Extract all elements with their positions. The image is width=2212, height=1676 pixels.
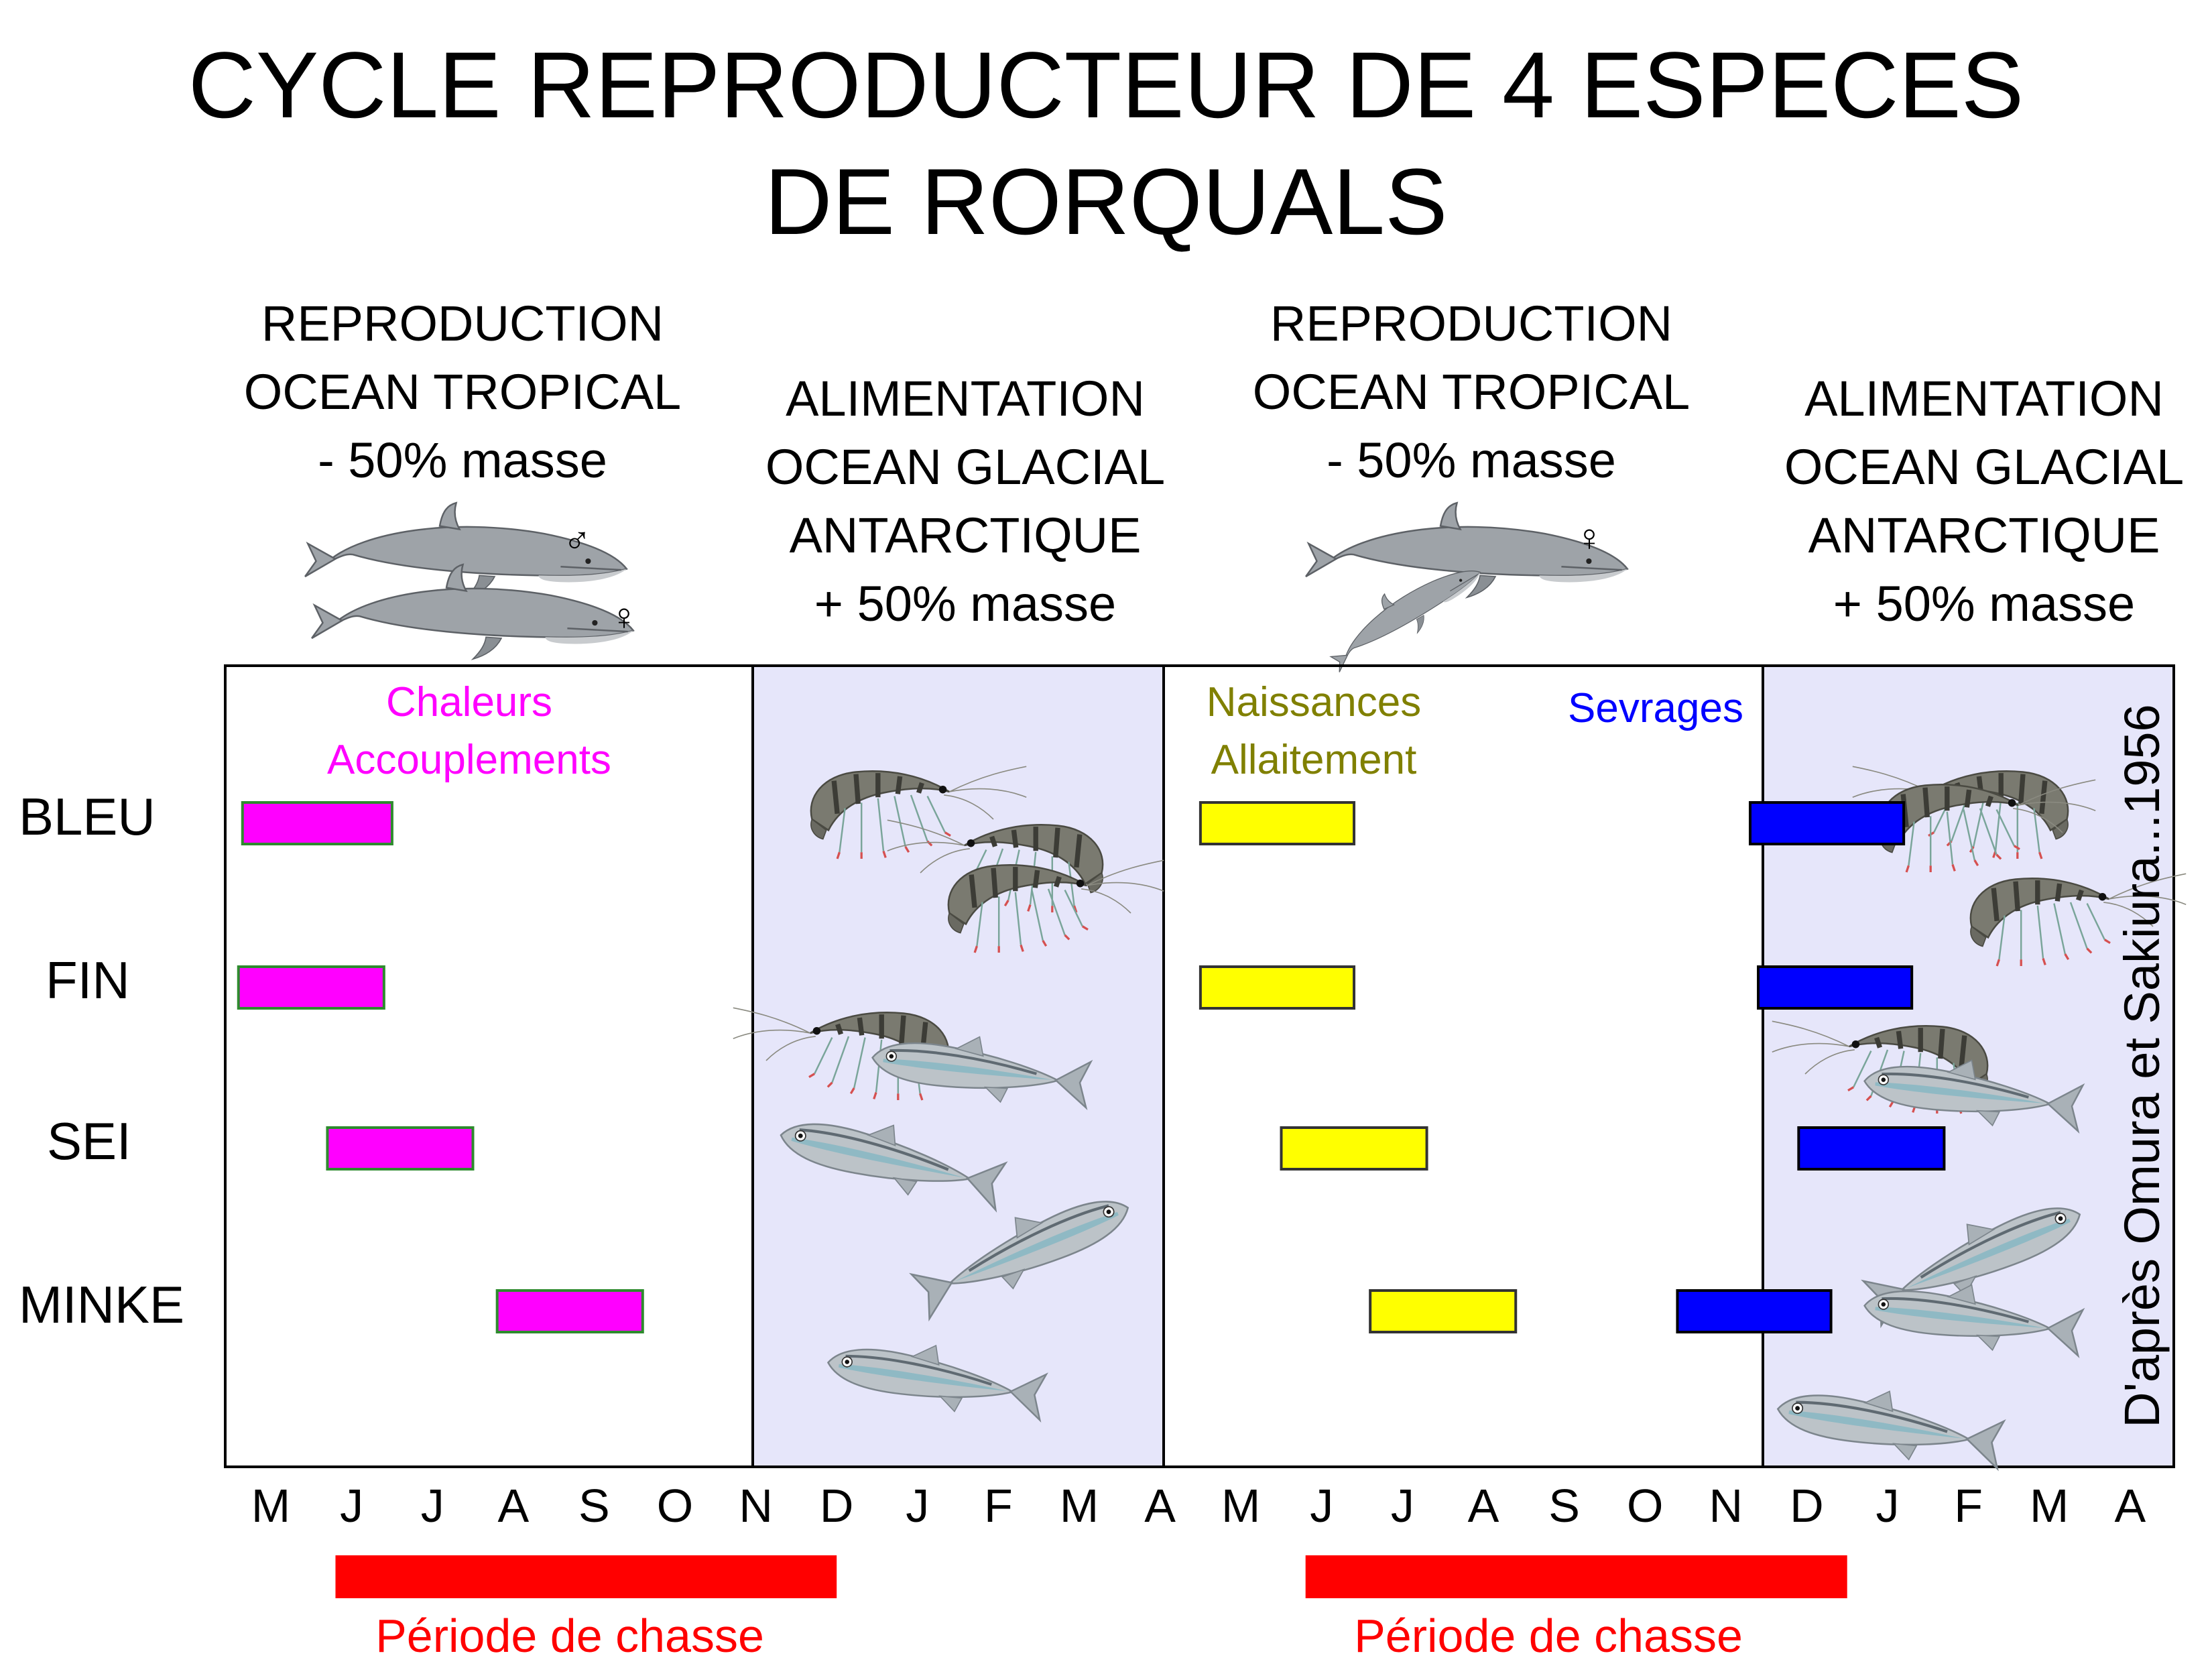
sevrages-bar-bleu <box>1748 801 1906 845</box>
hunting-label-2: Période de chasse <box>1354 1610 1743 1662</box>
hunting-bars <box>335 1555 1847 1598</box>
month-label: J <box>1310 1480 1334 1532</box>
month-label: F <box>984 1480 1013 1532</box>
species-label-bleu: BLEU <box>19 787 156 846</box>
page-title: CYCLE REPRODUCTEUR DE 4 ESPECES DE RORQU… <box>0 27 2212 260</box>
chart-frame <box>224 664 2175 1468</box>
naissances-bar-sei <box>1280 1126 1428 1171</box>
annotation-line: Allaitement <box>1211 737 1417 783</box>
hunting-period-bar-1 <box>335 1555 837 1598</box>
month-label: D <box>1790 1480 1824 1532</box>
phase-header-line: REPRODUCTION <box>261 296 664 351</box>
phase-header-alimentation-1: ALIMENTATION OCEAN GLACIAL ANTARCTIQUE +… <box>724 365 1207 638</box>
hunting-label-1: Période de chasse <box>375 1610 764 1662</box>
female-symbol: ♀ <box>610 595 638 638</box>
month-label: J <box>906 1480 930 1532</box>
month-label: J <box>1390 1480 1414 1532</box>
phase-header-line: + 50% masse <box>1833 576 2136 632</box>
month-label: A <box>1467 1480 1499 1532</box>
month-label: M <box>251 1480 291 1532</box>
month-label: M <box>1059 1480 1099 1532</box>
phase-header-line: REPRODUCTION <box>1270 296 1673 351</box>
phase-header-line: ALIMENTATION <box>786 371 1145 426</box>
chaleurs-annotation: Chaleurs Accouplements <box>302 674 637 789</box>
phase-header-reproduction-2: REPRODUCTION OCEAN TROPICAL - 50% masse <box>1230 290 1713 495</box>
month-label: J <box>1876 1480 1900 1532</box>
phase-header-line: OCEAN GLACIAL <box>1784 439 2185 495</box>
month-label: N <box>1709 1480 1743 1532</box>
title-line-2: DE RORQUALS <box>764 149 1448 254</box>
phase-bars <box>237 801 1946 1333</box>
phase-header-alimentation-2: ALIMENTATION OCEAN GLACIAL ANTARCTIQUE +… <box>1743 365 2212 638</box>
female-symbol: ♀ <box>1575 516 1603 558</box>
month-label: D <box>819 1480 854 1532</box>
month-label: J <box>420 1480 444 1532</box>
sevrages-bar-fin <box>1757 965 1914 1010</box>
annotation-line: Accouplements <box>327 737 611 783</box>
sevrages-bar-minke <box>1676 1289 1833 1333</box>
phase-header-line: ANTARCTIQUE <box>789 507 1142 563</box>
phase-header-line: - 50% masse <box>1327 432 1616 488</box>
sevrages-annotation: Sevrages <box>1568 685 1743 731</box>
species-label-fin: FIN <box>46 951 130 1010</box>
phase-header-line: OCEAN TROPICAL <box>1252 364 1691 420</box>
phase-header-line: OCEAN TROPICAL <box>243 364 682 420</box>
title-line-1: CYCLE REPRODUCTEUR DE 4 ESPECES <box>188 32 2024 137</box>
naissances-annotation: Naissances Allaitement <box>1166 674 1461 789</box>
month-label: A <box>2114 1480 2146 1532</box>
naissances-bar-minke <box>1369 1289 1518 1333</box>
chaleurs-bar-minke <box>495 1289 644 1333</box>
phase-header-line: + 50% masse <box>814 576 1117 632</box>
month-label: F <box>1954 1480 1983 1532</box>
source-credit: D'après Omura et Sakiura...1956 <box>2114 704 2170 1428</box>
male-symbol: ♂ <box>563 519 591 561</box>
month-label: O <box>656 1480 694 1532</box>
month-label: M <box>1221 1480 1261 1532</box>
species-label-sei: SEI <box>47 1112 131 1171</box>
phase-header-line: ALIMENTATION <box>1804 371 2164 426</box>
month-label: S <box>578 1480 610 1532</box>
month-label: S <box>1548 1480 1580 1532</box>
chaleurs-bar-bleu <box>241 801 393 845</box>
month-label: N <box>739 1480 773 1532</box>
annotation-line: Chaleurs <box>385 679 553 725</box>
month-label: M <box>2030 1480 2069 1532</box>
annotation-line: Naissances <box>1206 679 1422 725</box>
chaleurs-bar-fin <box>237 965 385 1010</box>
chaleurs-bar-sei <box>326 1126 475 1171</box>
hunting-period-bar-2 <box>1305 1555 1847 1598</box>
phase-header-line: OCEAN GLACIAL <box>765 439 1166 495</box>
month-label: A <box>497 1480 530 1532</box>
month-label: J <box>340 1480 364 1532</box>
phase-header-line: ANTARCTIQUE <box>1808 507 2160 563</box>
month-label: A <box>1144 1480 1176 1532</box>
naissances-bar-bleu <box>1199 801 1356 845</box>
sevrages-bar-sei <box>1797 1126 1946 1171</box>
phase-header-reproduction-1: REPRODUCTION OCEAN TROPICAL - 50% masse <box>221 290 704 495</box>
month-label: O <box>1626 1480 1664 1532</box>
naissances-bar-fin <box>1199 965 1356 1010</box>
phase-header-line: - 50% masse <box>318 432 607 488</box>
species-label-minke: MINKE <box>19 1275 185 1334</box>
